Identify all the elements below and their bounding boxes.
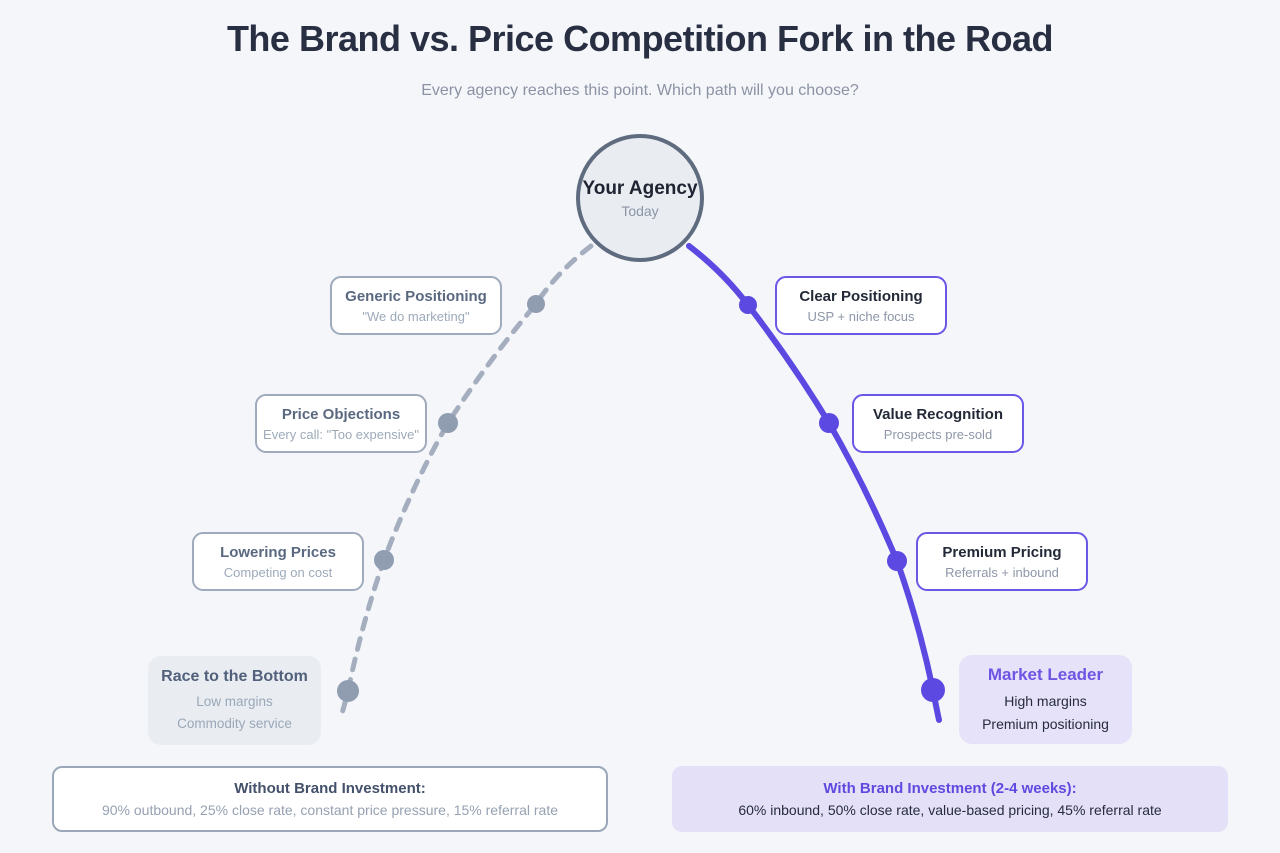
node-dot-value-recognition <box>819 413 839 433</box>
node-title: Price Objections <box>281 405 401 423</box>
your-agency-node: Your Agency Today <box>576 134 704 262</box>
node-dot-lowering-prices <box>374 550 394 570</box>
node-subtitle-line1: Low margins <box>196 693 273 709</box>
your-agency-subtitle: Today <box>621 202 659 219</box>
summary-title: Without Brand Investment: <box>234 780 426 797</box>
summary-with-brand-investment: With Brand Investment (2-4 weeks): 60% i… <box>672 766 1228 832</box>
node-generic-positioning: Generic Positioning "We do marketing" <box>330 276 502 335</box>
node-race-to-the-bottom: Race to the Bottom Low margins Commodity… <box>148 656 321 745</box>
node-title: Generic Positioning <box>345 287 487 305</box>
node-clear-positioning: Clear Positioning USP + niche focus <box>775 276 947 335</box>
node-value-recognition: Value Recognition Prospects pre-sold <box>852 394 1024 453</box>
node-subtitle: USP + niche focus <box>807 308 915 324</box>
node-dot-premium-pricing <box>887 551 907 571</box>
node-title: Market Leader <box>987 665 1104 685</box>
node-subtitle-line2: Premium positioning <box>982 715 1109 732</box>
node-dot-market-leader <box>921 678 945 702</box>
node-title: Lowering Prices <box>220 543 336 561</box>
node-title: Race to the Bottom <box>161 667 308 685</box>
node-dot-price-objections <box>438 413 458 433</box>
node-subtitle-line2: Commodity service <box>177 715 292 731</box>
node-dot-clear-positioning <box>739 296 757 314</box>
node-title: Premium Pricing <box>942 543 1062 561</box>
node-price-objections: Price Objections Every call: "Too expens… <box>255 394 427 453</box>
node-subtitle-line1: High margins <box>1004 693 1087 710</box>
node-subtitle: Competing on cost <box>223 564 333 580</box>
node-lowering-prices: Lowering Prices Competing on cost <box>192 532 364 591</box>
summary-stats: 60% inbound, 50% close rate, value-based… <box>738 802 1162 818</box>
node-title: Value Recognition <box>872 405 1004 423</box>
node-market-leader: Market Leader High margins Premium posit… <box>959 655 1132 744</box>
summary-title: With Brand Investment (2-4 weeks): <box>823 780 1077 797</box>
node-subtitle: Referrals + inbound <box>945 564 1059 580</box>
summary-stats: 90% outbound, 25% close rate, constant p… <box>101 802 559 818</box>
your-agency-title: Your Agency <box>582 177 698 199</box>
summary-without-brand-investment: Without Brand Investment: 90% outbound, … <box>52 766 608 832</box>
node-subtitle: Prospects pre-sold <box>883 426 993 442</box>
node-title: Clear Positioning <box>799 287 923 305</box>
page-subtitle: Every agency reaches this point. Which p… <box>421 82 859 99</box>
node-subtitle: Every call: "Too expensive" <box>263 426 419 442</box>
node-subtitle: "We do marketing" <box>362 308 470 324</box>
page-title: The Brand vs. Price Competition Fork in … <box>226 18 1054 59</box>
node-premium-pricing: Premium Pricing Referrals + inbound <box>916 532 1088 591</box>
node-dot-race-to-bottom <box>337 680 359 702</box>
node-dot-generic-positioning <box>527 295 545 313</box>
